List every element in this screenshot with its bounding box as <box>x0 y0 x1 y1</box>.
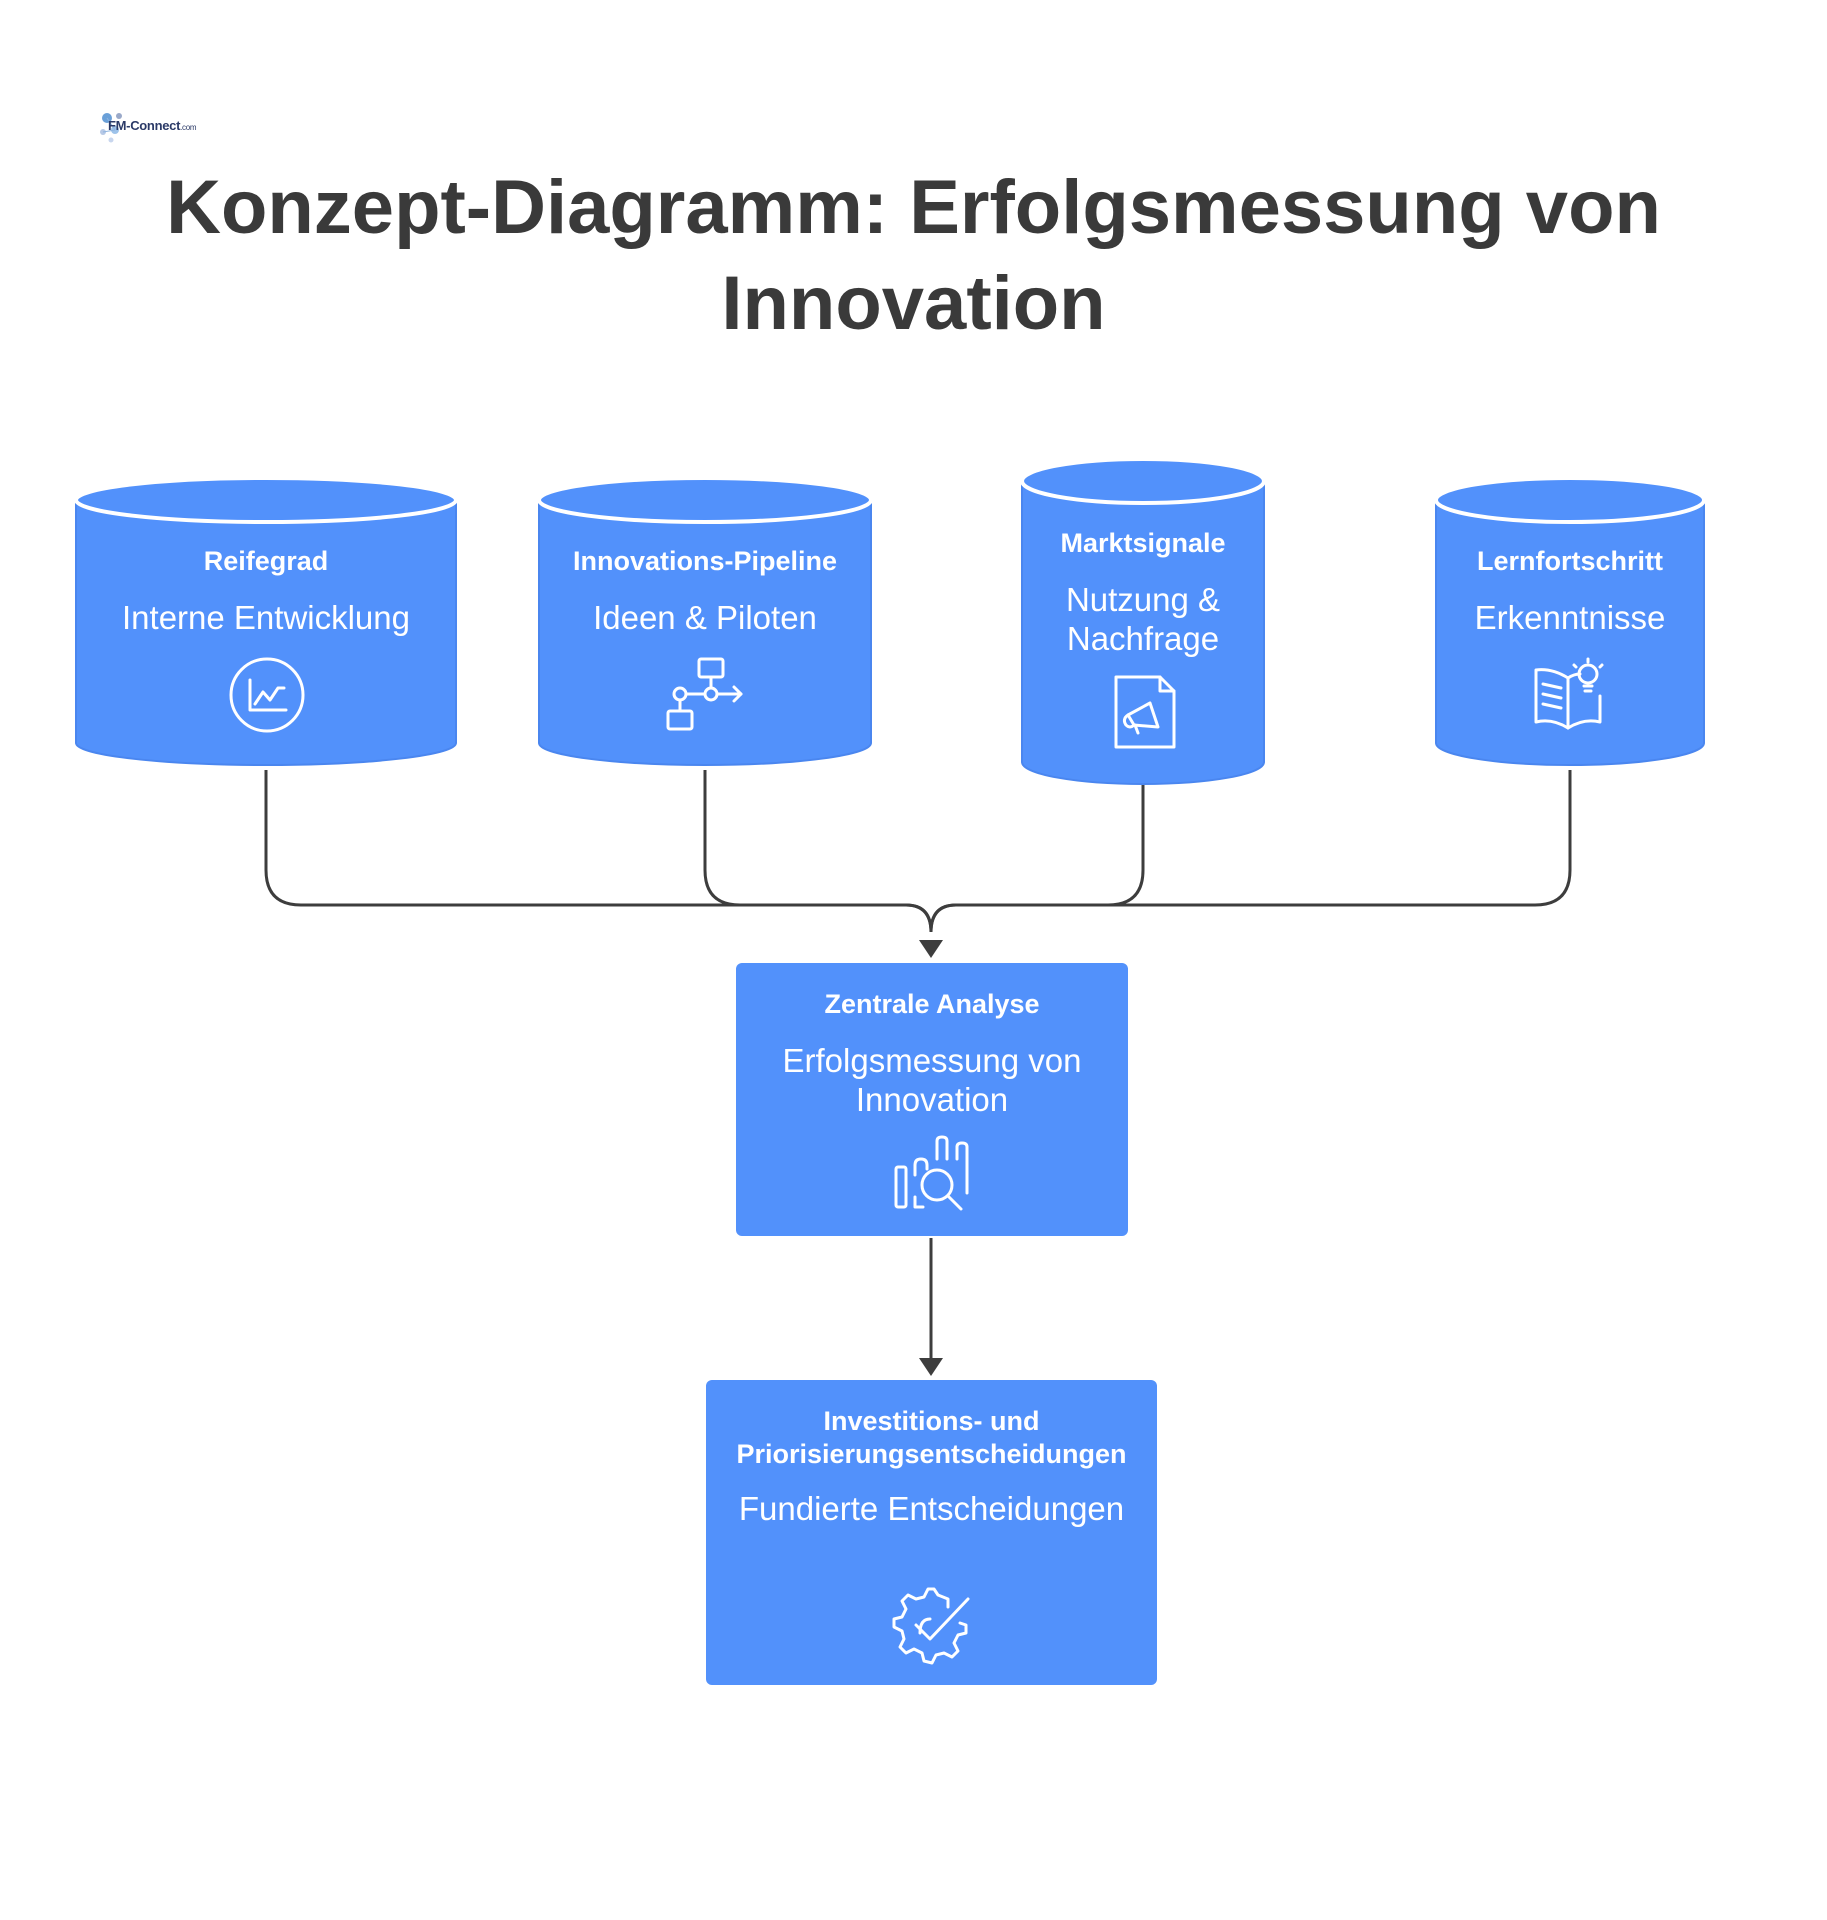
cylinder-lernfortschritt <box>1434 476 1706 766</box>
arrowheads <box>919 940 943 1376</box>
source-pipeline: Innovations-Pipeline Ideen & Piloten <box>549 545 861 637</box>
logo-wordmark: FM-Connect.com <box>108 118 197 133</box>
outcome-box <box>706 1380 1157 1685</box>
source-subtitle: Nutzung & Nachfrage <box>1065 581 1221 657</box>
source-heading: Reifegrad <box>203 546 329 576</box>
book-lightbulb-icon <box>1534 657 1604 730</box>
source-marktsignale: Marktsignale Nutzung & Nachfrage <box>1030 527 1256 658</box>
logo <box>100 113 122 143</box>
hub-node: Zentrale Analyse Erfolgsmessung von Inno… <box>750 988 1114 1119</box>
hub-heading: Zentrale Analyse <box>824 989 1040 1019</box>
source-lernfortschritt: Lernfortschritt Erkenntnisse <box>1446 545 1694 637</box>
source-heading: Marktsignale <box>1060 528 1226 558</box>
logo-name: FM-Connect <box>108 118 181 133</box>
source-subtitle: Erkenntnisse <box>1474 599 1666 636</box>
hub-subtitle: Erfolgsmessung von Innovation <box>782 1042 1082 1118</box>
chart-search-icon <box>894 1135 969 1211</box>
hub-box <box>736 963 1128 1236</box>
flow-diagram-icon <box>666 657 743 731</box>
connector-marktsignale <box>929 785 1145 933</box>
cylinder-marktsignale <box>1020 457 1266 785</box>
cylinder-pipeline <box>537 476 873 766</box>
logo-suffix: .com <box>180 123 197 132</box>
connector-reifegrad <box>264 770 933 933</box>
source-subtitle: Interne Entwicklung <box>122 599 410 636</box>
page-title: Konzept-Diagramm: Erfolgsmessung von Inn… <box>166 165 1661 346</box>
connector-lernfortschritt <box>929 770 1572 933</box>
gear-check-icon <box>892 1587 970 1665</box>
arrowhead-hub <box>919 940 943 958</box>
source-reifegrad: Reifegrad Interne Entwicklung <box>86 545 446 637</box>
source-subtitle: Ideen & Piloten <box>593 599 817 636</box>
connectors <box>264 770 1572 1358</box>
line-chart-icon <box>229 657 305 733</box>
source-heading: Lernfortschritt <box>1476 546 1663 576</box>
source-heading: Innovations-Pipeline <box>572 546 838 576</box>
outcome-subtitle: Fundierte Entscheidungen <box>738 1490 1125 1527</box>
cylinder-reifegrad <box>74 476 458 766</box>
arrowhead-outcome <box>919 1358 943 1376</box>
connector-pipeline <box>703 770 933 933</box>
megaphone-icon <box>1114 675 1176 749</box>
outcome-node: Investitions- und Priorisierungsentschei… <box>730 1405 1133 1528</box>
outcome-heading: Investitions- und Priorisierungsentschei… <box>736 1406 1127 1469</box>
